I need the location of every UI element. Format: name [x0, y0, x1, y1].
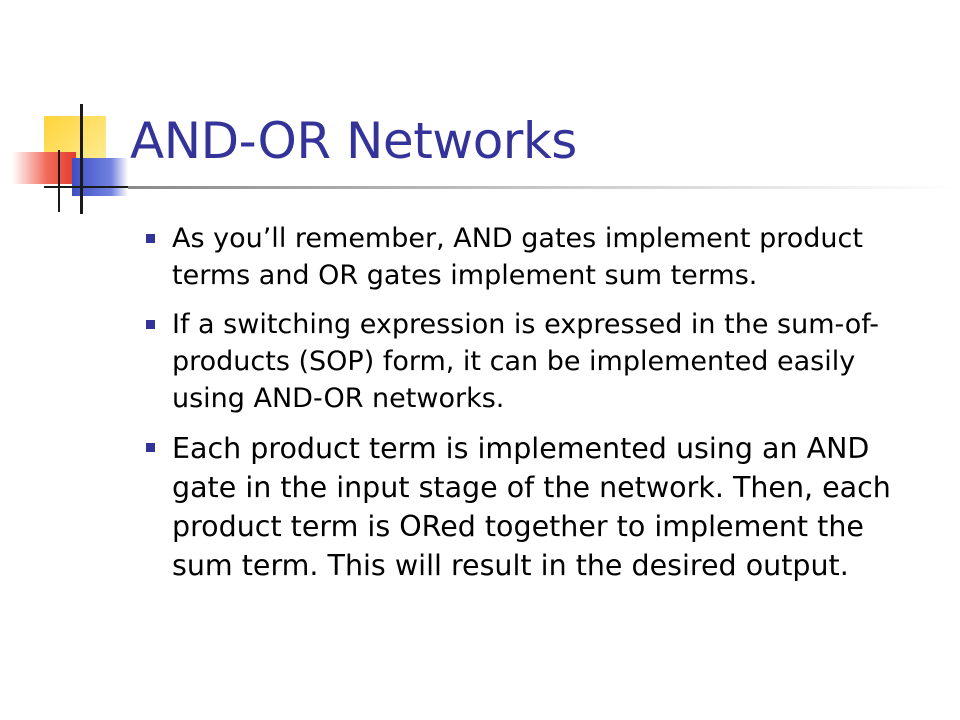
horizontal-line-decoration [44, 186, 134, 188]
red-bar-decoration [12, 152, 76, 184]
bullet-text: Each product term is implemented using a… [172, 432, 891, 582]
square-bullet-icon [146, 234, 155, 243]
vertical-line-decoration [80, 104, 83, 214]
bullet-item: Each product term is implemented using a… [146, 429, 926, 585]
decorative-squares-logo [0, 0, 140, 220]
bullet-text: If a switching expression is expressed i… [172, 309, 880, 414]
bullet-item: If a switching expression is expressed i… [146, 306, 926, 417]
slide-title: AND-OR Networks [130, 112, 577, 170]
vertical-line-decoration-secondary [58, 150, 60, 212]
bullet-item: As you’ll remember, AND gates implement … [146, 220, 926, 294]
square-bullet-icon [146, 320, 155, 329]
square-bullet-icon [146, 443, 155, 452]
bullet-text: As you’ll remember, AND gates implement … [172, 223, 863, 291]
bullet-list: As you’ll remember, AND gates implement … [146, 220, 926, 597]
title-underline-rule [128, 186, 960, 189]
